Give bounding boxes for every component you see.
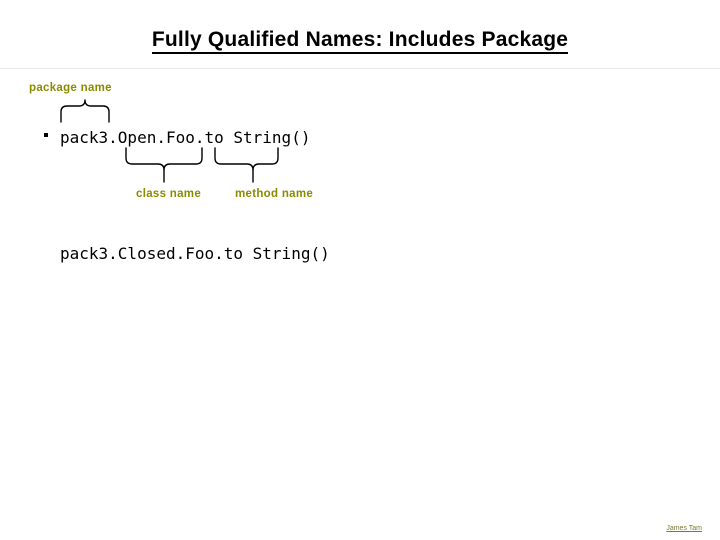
package-name-label: package name	[29, 82, 112, 94]
method-name-label: method name	[235, 188, 314, 200]
bullet-marker	[44, 133, 48, 137]
code-line-closed-foo: pack3.Closed.Foo.to String()	[60, 244, 330, 263]
code-line-open-foo: pack3.Open.Foo.to String()	[60, 128, 311, 147]
title-divider	[0, 68, 720, 69]
page-title: Fully Qualified Names: Includes Package	[0, 28, 720, 54]
footer-credit-text: James Tam	[666, 525, 702, 532]
class-name-label: class name	[136, 188, 202, 200]
footer-credit: James Tam	[666, 525, 702, 532]
page-title-text: Fully Qualified Names: Includes Package	[151, 28, 569, 54]
